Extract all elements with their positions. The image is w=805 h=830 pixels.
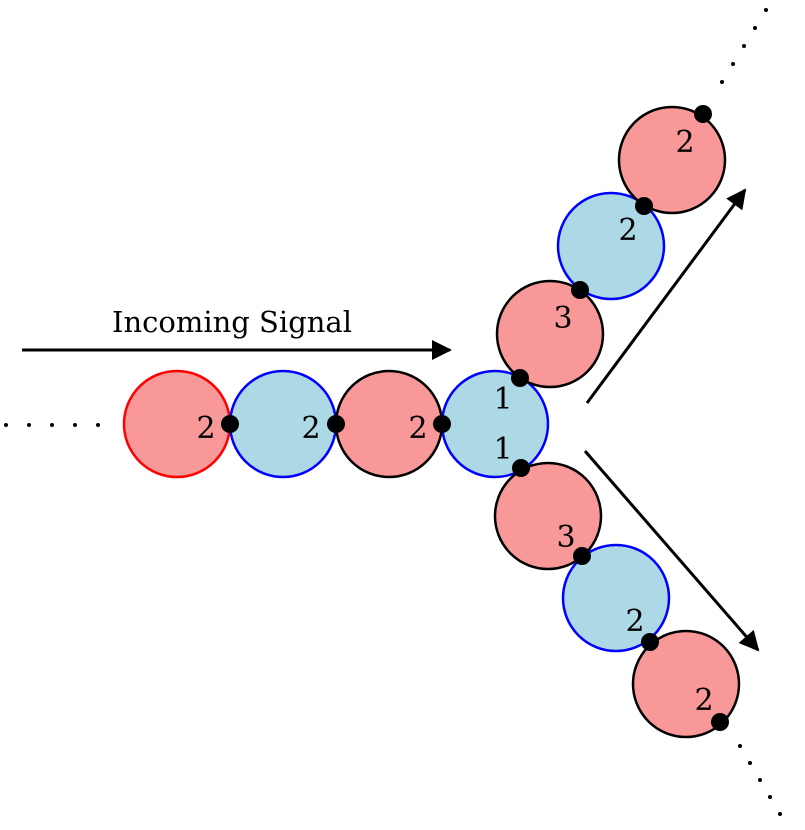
label-upper-1: 3: [553, 301, 572, 336]
circle-pink-upper-2: [617, 105, 727, 215]
incoming-signal-label: Incoming Signal: [112, 305, 352, 339]
connection-points: [221, 105, 729, 731]
label-lower-2: 2: [625, 604, 644, 639]
label-lower-3: 2: [694, 683, 713, 718]
circle-pink-lower-2: [631, 629, 741, 739]
label-lower-1: 3: [556, 520, 575, 555]
upper-branch-arrow: [585, 188, 747, 404]
label-junction-up: 1: [493, 382, 512, 417]
label-in2: 2: [301, 411, 320, 446]
label-junction-down: 1: [493, 432, 512, 467]
circle-blue-upper: [556, 191, 666, 301]
lower-branch-arrow: [583, 450, 760, 652]
label-in3: 2: [408, 411, 427, 446]
circle-pink-lower-1: [493, 461, 603, 571]
label-upper-3: 2: [675, 125, 694, 160]
left-continuation-dots: [4, 423, 100, 427]
upper-continuation-dots: [720, 8, 768, 84]
label-in1: 2: [196, 411, 215, 446]
label-upper-2: 2: [618, 213, 637, 248]
circle-blue-lower: [561, 543, 671, 653]
circle-pink-upper-1: [495, 279, 605, 389]
lower-continuation-dots: [738, 744, 782, 816]
